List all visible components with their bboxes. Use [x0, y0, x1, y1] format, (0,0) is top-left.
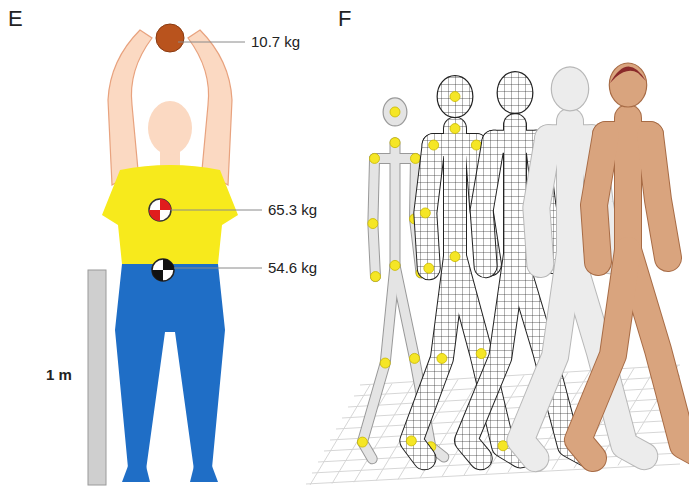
- dimension-label: 10.7 kg: [251, 33, 300, 51]
- panel-letter: E: [8, 6, 23, 32]
- human-figure: [102, 24, 238, 482]
- center-of-mass-markers: [149, 199, 174, 281]
- panel-letter: F: [338, 6, 351, 32]
- dimension-label: 1 m: [46, 366, 72, 384]
- dimension-label: 65.3 kg: [268, 201, 317, 219]
- height-bar: [88, 270, 106, 485]
- dimension-label: 54.6 kg: [268, 259, 317, 277]
- walking-figures: [357, 63, 689, 459]
- walker: [578, 63, 689, 458]
- leader-lines: [171, 42, 262, 268]
